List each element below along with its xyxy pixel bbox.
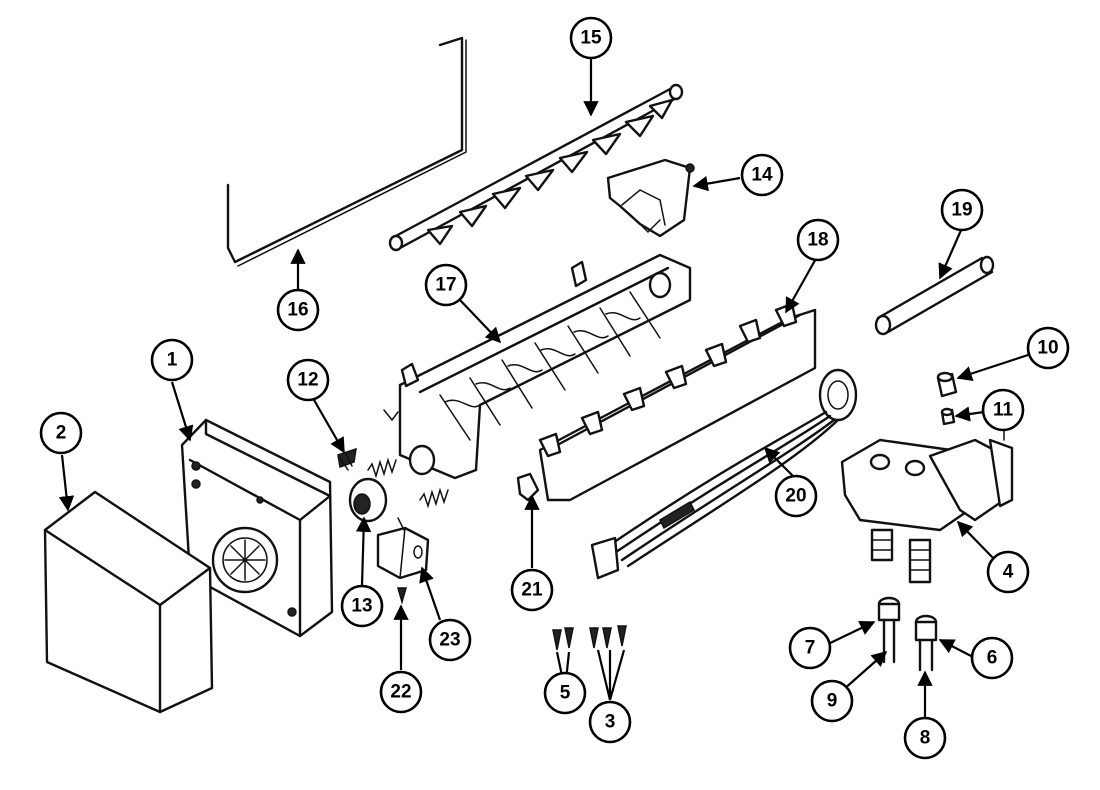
fitting-10	[936, 371, 958, 398]
callout-8-label: 8	[920, 728, 931, 749]
callout-18: 18	[796, 218, 840, 262]
callout-5: 5	[543, 671, 587, 715]
callout-11: 11	[981, 388, 1025, 432]
callout-18-label: 18	[807, 230, 828, 251]
callout-7-label: 7	[805, 638, 816, 659]
screw-22	[397, 587, 407, 605]
callout-15: 15	[569, 16, 613, 60]
callout-7: 7	[788, 626, 832, 670]
inlet-fitting-7	[877, 596, 901, 664]
callout-9-label: 9	[827, 691, 838, 712]
callout-1: 1	[150, 338, 194, 382]
switch-bracket-23	[376, 517, 430, 580]
callout-8: 8	[903, 716, 947, 760]
fitting-11	[940, 407, 956, 426]
callout-13: 13	[340, 584, 384, 628]
cover-box	[43, 490, 214, 714]
callout-22: 22	[379, 670, 423, 714]
callout-6: 6	[970, 636, 1014, 680]
callout-21: 21	[510, 568, 554, 612]
callout-14-label: 14	[751, 165, 773, 186]
leader-lines	[58, 58, 1029, 718]
screws-5	[552, 627, 574, 651]
callout-9: 9	[810, 679, 854, 723]
callout-3-label: 3	[605, 712, 616, 733]
callout-13-label: 13	[351, 596, 372, 617]
callout-19-label: 19	[951, 200, 972, 221]
motor-module	[180, 418, 334, 638]
callout-17: 17	[424, 263, 468, 307]
water-valve	[840, 421, 1014, 584]
spring-12	[337, 447, 357, 471]
callout-20: 20	[774, 474, 818, 518]
ice-mold	[398, 253, 692, 480]
stripper-bracket	[606, 158, 695, 238]
callout-16: 16	[276, 288, 320, 332]
ejector-blade-shaft	[388, 83, 684, 252]
callout-10-label: 10	[1037, 338, 1058, 359]
callout-17-label: 17	[435, 275, 456, 296]
callout-6-label: 6	[987, 648, 998, 669]
callout-2-label: 2	[56, 423, 67, 444]
inlet-fitting-6	[914, 614, 938, 672]
callout-12: 12	[286, 358, 330, 402]
screws-3	[589, 625, 627, 649]
wiring-harness	[590, 368, 858, 580]
callout-16-label: 16	[287, 300, 308, 321]
callout-10: 10	[1026, 326, 1070, 370]
callout-20-label: 20	[785, 486, 806, 507]
callout-15-label: 15	[580, 28, 602, 49]
callout-19: 19	[940, 188, 984, 232]
callout-4-label: 4	[1003, 562, 1014, 583]
callout-2: 2	[39, 411, 83, 455]
callout-5-label: 5	[560, 683, 571, 704]
callout-22-label: 22	[390, 682, 411, 703]
callout-14: 14	[740, 153, 784, 197]
fill-tube	[874, 255, 995, 336]
callout-4: 4	[986, 550, 1030, 594]
callout-23-label: 23	[439, 630, 460, 651]
shutoff-arm-wire	[226, 36, 467, 267]
callout-11-label: 11	[993, 400, 1014, 421]
callout-12-label: 12	[297, 370, 318, 391]
callout-3: 3	[588, 700, 632, 744]
mold-cover	[538, 302, 817, 502]
callout-23: 23	[428, 618, 472, 662]
spring-set	[367, 409, 449, 509]
callout-21-label: 21	[521, 580, 543, 601]
clip-21	[516, 472, 540, 502]
thermostat-13	[348, 477, 388, 523]
callout-1-label: 1	[167, 350, 178, 371]
